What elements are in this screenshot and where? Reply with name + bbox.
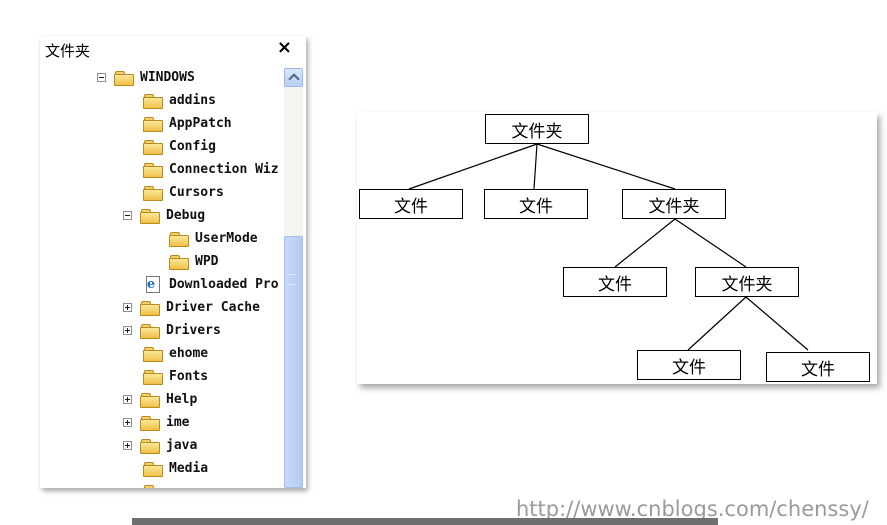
- ie-folder-icon: e: [144, 276, 162, 293]
- tree-item-addins[interactable]: addins: [143, 89, 216, 111]
- tree-item-label: UserMode: [195, 230, 258, 246]
- connector-line: [533, 143, 538, 190]
- tree-item-label: WPD: [195, 253, 219, 269]
- folder-icon: [140, 438, 160, 454]
- tree-item-connection-wiz[interactable]: Connection Wiz: [143, 158, 279, 180]
- scroll-up-button[interactable]: [284, 68, 303, 87]
- tree-item-ehome[interactable]: ehome: [143, 342, 208, 364]
- node-folder: 文件夹: [622, 189, 726, 219]
- tree-item-label: Fonts: [169, 368, 209, 384]
- connector-line: [674, 218, 747, 268]
- diagram-connectors: [408, 143, 809, 351]
- expand-icon[interactable]: [123, 394, 132, 404]
- connector-line: [536, 143, 676, 190]
- expand-icon[interactable]: [123, 325, 132, 335]
- scroll-grip-icon: [289, 274, 296, 285]
- tree-item-media[interactable]: Media: [143, 457, 208, 479]
- tree-item-downloaded-pro[interactable]: e Downloaded Pro: [144, 273, 279, 295]
- folder-icon: [140, 415, 160, 431]
- tree-item-label: Downloaded Pro: [169, 276, 279, 292]
- folder-icon: [140, 392, 160, 408]
- tree-item-label: WINDOWS: [140, 69, 195, 85]
- scroll-thumb[interactable]: [284, 236, 303, 488]
- tree-diagram: 文件夹 文件 文件 文件夹 文件 文件夹 文件 文件: [357, 112, 877, 384]
- connector-line: [745, 296, 809, 351]
- folder-icon: [140, 208, 160, 224]
- tree-item-label: java: [166, 437, 198, 453]
- bottom-bar: [132, 518, 718, 525]
- folders-panel: 文件夹 × WINDOWS addins AppPatch Config Con…: [40, 36, 306, 488]
- tree-item-debug[interactable]: Debug: [123, 204, 205, 226]
- tree-item-label: Driver Cache: [166, 299, 260, 315]
- tree-item-label: ime: [166, 414, 190, 430]
- node-file: 文件: [484, 189, 588, 219]
- node-file: 文件: [563, 267, 667, 297]
- tree-item-label: Debug: [166, 207, 206, 223]
- tree-item-usermode[interactable]: UserMode: [169, 227, 258, 249]
- tree-item-ime[interactable]: ime: [123, 411, 189, 433]
- tree-item-label: Connection Wiz: [169, 161, 279, 177]
- expand-icon[interactable]: [123, 417, 132, 427]
- tree-item-label: ehome: [169, 345, 209, 361]
- node-folder: 文件夹: [695, 267, 799, 297]
- tree-item-label: Help: [166, 391, 198, 407]
- tree-item-label: Config: [169, 138, 216, 154]
- folder-icon: [143, 116, 163, 132]
- connector-line: [614, 218, 676, 268]
- tree-item-help[interactable]: Help: [123, 388, 197, 410]
- folder-icon: [114, 70, 134, 86]
- expand-icon[interactable]: [123, 440, 132, 450]
- tree-item-label: Media: [169, 460, 209, 476]
- tree-item-wpd[interactable]: WPD: [169, 250, 218, 272]
- tree-item-label: Drivers: [166, 322, 221, 338]
- folder-icon: [143, 162, 163, 178]
- tree-item-windows[interactable]: WINDOWS: [97, 66, 195, 88]
- folder-icon: [143, 461, 163, 477]
- folder-icon: [143, 185, 163, 201]
- watermark-url: http://www.cnblogs.com/chenssy/: [516, 497, 869, 521]
- folder-icon: [143, 484, 163, 488]
- expand-icon[interactable]: [123, 302, 132, 312]
- tree-item-drivers[interactable]: Drivers: [123, 319, 221, 341]
- folder-icon: [140, 300, 160, 316]
- node-root-folder: 文件夹: [485, 114, 589, 144]
- folder-icon: [169, 254, 189, 270]
- collapse-icon[interactable]: [97, 72, 106, 82]
- tree-item-fonts[interactable]: Fonts: [143, 365, 208, 387]
- folder-icon: [140, 323, 160, 339]
- tree-item-cursors[interactable]: Cursors: [143, 181, 224, 203]
- tree-item-java[interactable]: java: [123, 434, 197, 456]
- folder-icon: [143, 369, 163, 385]
- node-file: 文件: [637, 350, 741, 380]
- folder-icon: [169, 231, 189, 247]
- close-button[interactable]: ×: [276, 37, 292, 58]
- connector-line: [687, 296, 747, 351]
- tree-item-label: AppPatch: [169, 115, 232, 131]
- tree-item-label: Cursors: [169, 184, 224, 200]
- node-file: 文件: [359, 189, 463, 219]
- panel-header: 文件夹 ×: [40, 36, 306, 64]
- folder-icon: [143, 346, 163, 362]
- tree-item-label: addins: [169, 92, 216, 108]
- connector-line: [408, 143, 538, 190]
- folder-tree: WINDOWS addins AppPatch Config Connectio…: [40, 66, 284, 488]
- collapse-icon[interactable]: [123, 210, 132, 220]
- panel-title: 文件夹: [45, 42, 91, 60]
- folder-icon: [143, 93, 163, 109]
- tree-item-partial: [143, 480, 169, 488]
- tree-item-apppatch[interactable]: AppPatch: [143, 112, 232, 134]
- node-file: 文件: [766, 352, 870, 382]
- folder-icon: [143, 139, 163, 155]
- vertical-scrollbar[interactable]: [284, 68, 303, 488]
- tree-item-driver-cache[interactable]: Driver Cache: [123, 296, 260, 318]
- tree-item-config[interactable]: Config: [143, 135, 216, 157]
